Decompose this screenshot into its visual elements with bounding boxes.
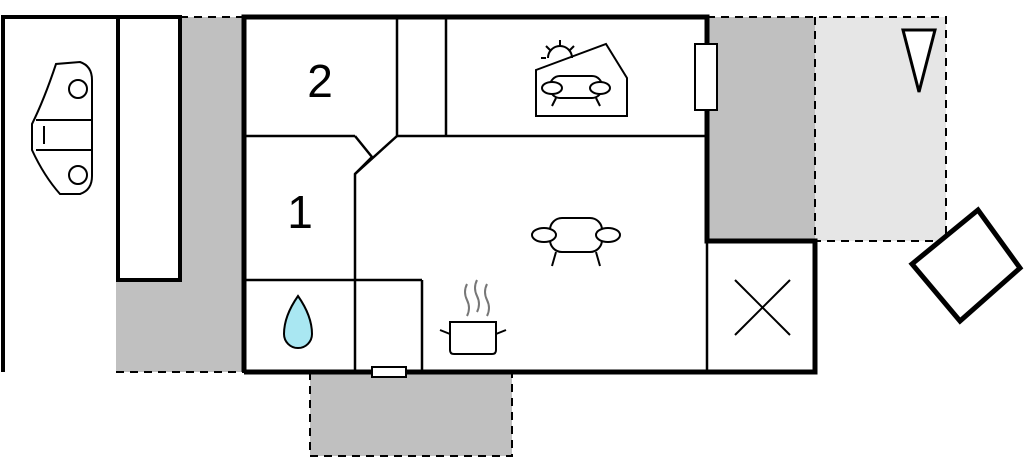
cooking-pot-icon (439, 279, 507, 355)
terrace-right (707, 17, 815, 241)
carport-walls (1, 15, 182, 372)
sofa-icon (531, 217, 621, 267)
north-arrow-icon (901, 28, 937, 93)
water-drop-icon (282, 294, 314, 349)
terrace-bottom (310, 372, 512, 456)
terrace-left-lower (116, 280, 186, 372)
door-bottom (371, 366, 407, 378)
cross-icon (734, 279, 791, 336)
car-icon (31, 60, 93, 195)
room-label-2: 2 (307, 55, 333, 107)
conservatory-sofa-icon (535, 40, 628, 117)
feature-square-icon (908, 206, 1024, 325)
house-walls (241, 14, 818, 375)
room-label-1: 1 (287, 186, 313, 238)
terrace-left (180, 17, 244, 372)
window-right (694, 43, 718, 111)
